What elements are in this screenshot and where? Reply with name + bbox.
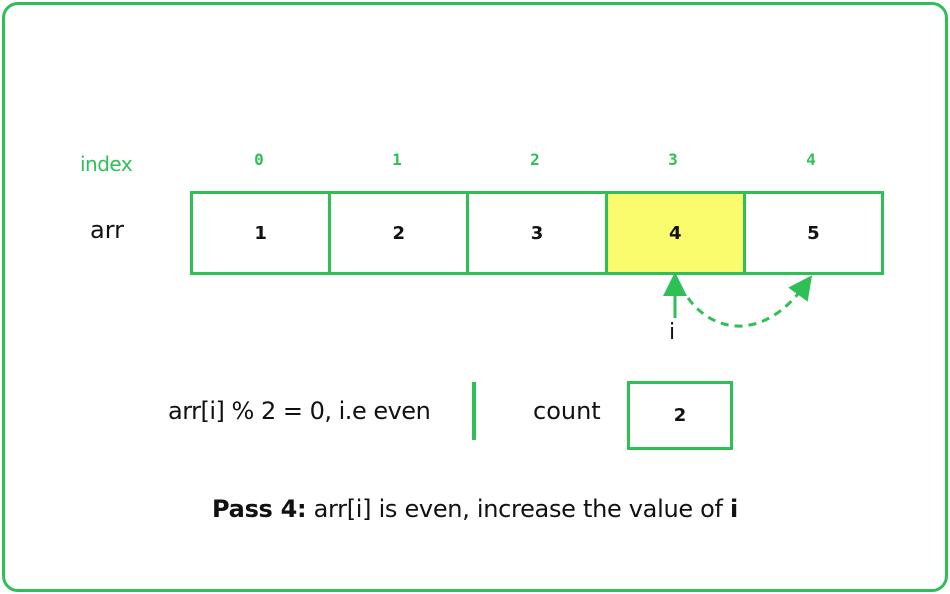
array-cell-0: 1 bbox=[193, 194, 332, 272]
array-cell-3-highlighted: 4 bbox=[607, 194, 746, 272]
index-1: 1 bbox=[392, 150, 402, 169]
caption-pass: Pass 4: bbox=[212, 495, 307, 523]
array-label: arr bbox=[90, 216, 125, 244]
array-cell-1: 2 bbox=[331, 194, 470, 272]
pointer-label: i bbox=[669, 320, 676, 345]
caption-var: i bbox=[730, 495, 738, 523]
array-cells: 1 2 3 4 5 bbox=[190, 191, 884, 275]
count-label: count bbox=[533, 397, 601, 425]
caption-text: arr[i] is even, increase the value of bbox=[306, 495, 731, 523]
index-3: 3 bbox=[668, 150, 678, 169]
condition-text: arr[i] % 2 = 0, i.e even bbox=[168, 397, 431, 425]
index-2: 2 bbox=[530, 150, 540, 169]
increment-curved-arrow bbox=[686, 275, 813, 328]
array-cell-4: 5 bbox=[807, 222, 820, 244]
divider bbox=[472, 382, 476, 440]
array-cell-2: 3 bbox=[469, 194, 608, 272]
index-0: 0 bbox=[254, 150, 264, 169]
index-4: 4 bbox=[806, 150, 816, 169]
index-row-label: index bbox=[80, 152, 133, 176]
caption: Pass 4: arr[i] is even, increase the val… bbox=[0, 495, 950, 523]
count-value-box: 2 bbox=[627, 381, 733, 450]
